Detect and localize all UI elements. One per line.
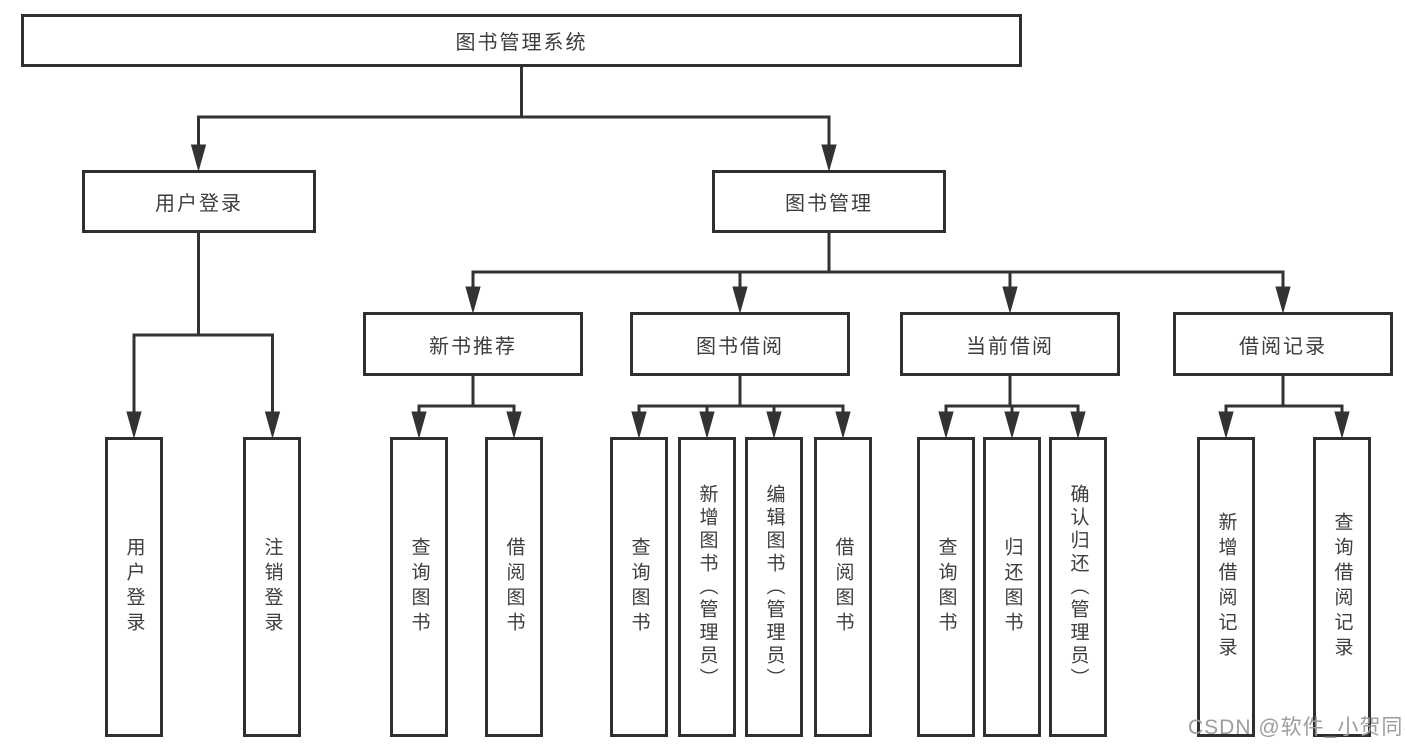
- node-book-management: 图书管理: [712, 170, 946, 233]
- leaf-user-login: 用户登录: [105, 437, 163, 737]
- leaf-add-borrow-record: 新增借阅记录: [1197, 437, 1255, 737]
- leaf-edit-books-admin: 编辑图书（管理员）: [745, 437, 803, 737]
- leaf-borrow-books: 借阅图书: [814, 437, 872, 737]
- leaf-query-books-recommend: 查询图书: [390, 437, 448, 737]
- node-new-book-recommend: 新书推荐: [363, 312, 583, 376]
- node-borrow-records: 借阅记录: [1173, 312, 1393, 376]
- leaf-query-borrow-record: 查询借阅记录: [1313, 437, 1371, 737]
- leaf-query-books-current: 查询图书: [917, 437, 975, 737]
- leaf-borrow-books-recommend: 借阅图书: [485, 437, 543, 737]
- csdn-watermark: CSDN @软件_小贺同学: [1188, 716, 1405, 739]
- node-book-borrow: 图书借阅: [630, 312, 850, 376]
- node-current-borrow: 当前借阅: [900, 312, 1120, 376]
- leaf-return-books: 归还图书: [983, 437, 1041, 737]
- node-user-login: 用户登录: [82, 170, 316, 233]
- leaf-query-books-borrow: 查询图书: [610, 437, 668, 737]
- leaf-confirm-return-admin: 确认归还（管理员）: [1049, 437, 1107, 737]
- leaf-add-books-admin: 新增图书（管理员）: [678, 437, 736, 737]
- node-root-system: 图书管理系统: [21, 14, 1022, 67]
- leaf-logout: 注销登录: [243, 437, 301, 737]
